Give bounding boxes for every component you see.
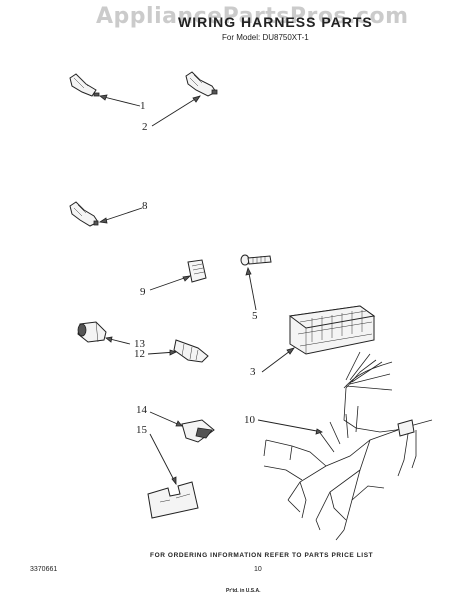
part-13-plug[interactable] bbox=[77, 321, 107, 343]
part-9-connector-block[interactable] bbox=[187, 259, 207, 283]
part-1-terminal[interactable] bbox=[69, 73, 100, 97]
callout-14: 14 bbox=[136, 404, 147, 416]
part-10-wiring-harness[interactable] bbox=[263, 351, 433, 541]
leader-lines bbox=[98, 94, 323, 486]
page-number: 10 bbox=[254, 566, 262, 573]
diagram-title: WIRING HARNESS PARTS bbox=[178, 14, 373, 30]
callout-13: 13 bbox=[134, 338, 145, 350]
part-15-bracket[interactable] bbox=[147, 481, 199, 519]
callout-2: 2 bbox=[142, 121, 148, 133]
callout-9: 9 bbox=[140, 286, 146, 298]
part-5-screw[interactable] bbox=[240, 254, 272, 266]
part-14-switch[interactable] bbox=[181, 419, 215, 443]
callout-8: 8 bbox=[142, 200, 148, 212]
watermark-text: AppliancePartsPros.com bbox=[96, 4, 409, 29]
ordering-note: FOR ORDERING INFORMATION REFER TO PARTS … bbox=[150, 552, 374, 559]
callout-1: 1 bbox=[140, 100, 146, 112]
part-2-terminal[interactable] bbox=[185, 71, 218, 97]
part-8-terminal[interactable] bbox=[69, 201, 99, 227]
part-12-wire-nut[interactable] bbox=[173, 339, 209, 363]
callout-5: 5 bbox=[252, 310, 258, 322]
callout-10: 10 bbox=[244, 414, 255, 426]
callout-12: 12 bbox=[134, 348, 145, 360]
model-subtitle: For Model: DU8750XT-1 bbox=[222, 33, 309, 42]
callout-3: 3 bbox=[250, 366, 256, 378]
part-3-terminal-block[interactable] bbox=[288, 305, 376, 355]
print-code: Pr'td. in U.S.A. bbox=[226, 588, 261, 594]
callout-15: 15 bbox=[136, 424, 147, 436]
document-number: 3370661 bbox=[30, 566, 58, 573]
